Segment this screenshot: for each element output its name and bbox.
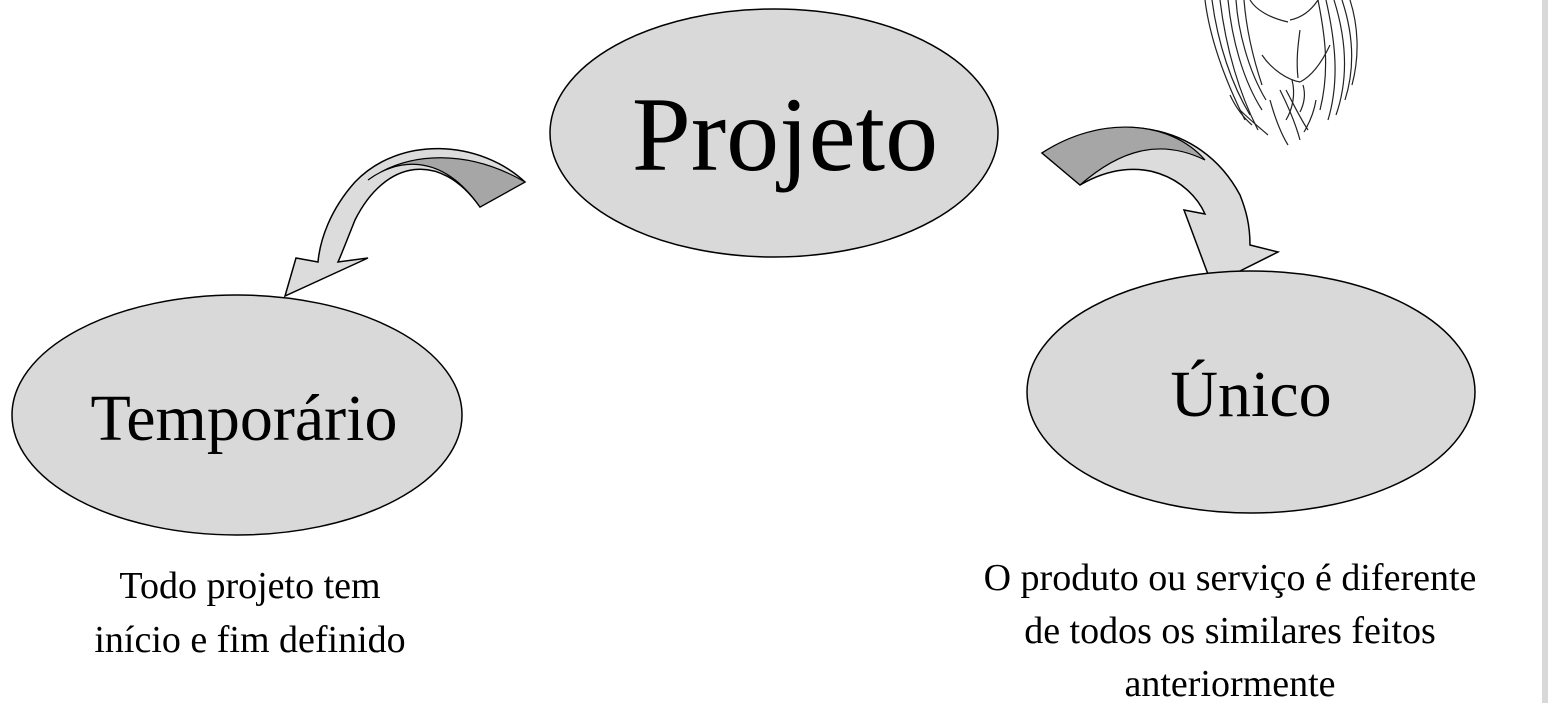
node-projeto: Projeto	[549, 8, 999, 258]
caption-unico: O produto ou serviço é diferente de todo…	[984, 557, 1477, 705]
node-temporario: Temporário	[11, 294, 463, 536]
caption-temporario-line-2: início e fim definido	[94, 619, 405, 661]
node-projeto-shape	[549, 8, 999, 258]
node-unico-label: Único	[1170, 358, 1331, 431]
caption-temporario: Todo projeto tem início e fim definido	[94, 565, 405, 661]
node-temporario-shape	[11, 294, 463, 536]
node-projeto-label: Projeto	[632, 76, 938, 193]
arrow-to-unico	[1040, 126, 1281, 287]
caption-unico-line-1: O produto ou serviço é diferente	[984, 557, 1477, 599]
node-unico: Único	[1026, 270, 1476, 514]
slide-right-edge	[1542, 0, 1548, 703]
caption-unico-line-3: anteriormente	[1124, 663, 1335, 703]
node-temporario-label: Temporário	[91, 382, 398, 455]
woman-hair-sketch-illustration	[1204, 0, 1358, 146]
node-unico-shape	[1026, 270, 1476, 514]
arrow-to-temporario	[283, 147, 527, 298]
caption-temporario-line-1: Todo projeto tem	[119, 565, 380, 607]
caption-unico-line-2: de todos os similares feitos	[1024, 610, 1436, 652]
